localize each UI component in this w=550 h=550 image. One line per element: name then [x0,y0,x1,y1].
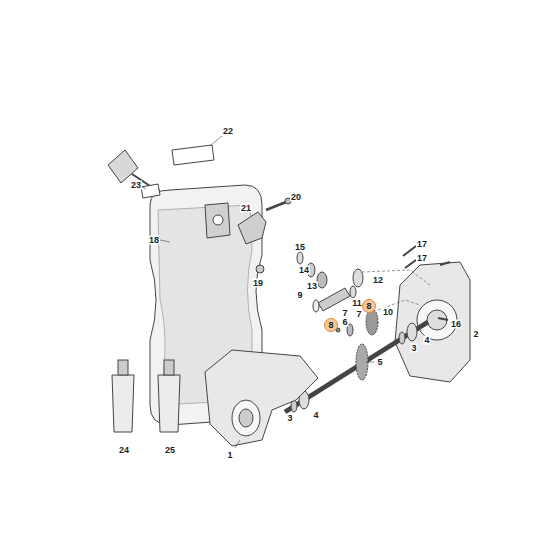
tube-cap [118,360,128,375]
callout-number: 5 [376,358,383,367]
leader-line [235,440,240,448]
callout-number: 15 [294,243,306,252]
callout-number: 2 [472,330,479,339]
assembly-line [362,270,430,285]
sticker-22 [172,145,214,165]
callout-number: 22 [222,127,234,136]
cable-sleeve [108,150,138,183]
callout-number: 18 [148,236,160,245]
callout-number: 17 [416,254,428,263]
leader-line [142,187,146,189]
nut-19 [256,265,264,273]
callout-number: 6 [341,318,348,327]
leader-line [210,136,222,146]
housing-bore-inner [427,310,447,330]
bearing-4 [407,323,417,341]
gear-housing-2 [395,262,470,382]
ring-9 [313,300,319,312]
callout-number: 10 [382,308,394,317]
bearing-12 [353,269,363,287]
screw-17 [440,262,450,265]
housing-1-bore [232,400,260,436]
screw-17 [405,260,416,268]
callout-number: 14 [298,266,310,275]
grease-tube-25 [158,375,180,432]
callout-number: 20 [290,193,302,202]
highlighted-callout: 8 [362,299,376,313]
callout-number: 3 [286,414,293,423]
callout-number: 23 [130,181,142,190]
callout-number: 13 [306,282,318,291]
mount-hole [213,215,223,225]
callout-number: 4 [312,411,319,420]
callout-number: 17 [416,240,428,249]
washer-11 [350,286,356,298]
callout-number: 19 [252,279,264,288]
bearing-3 [399,332,405,344]
screw-17 [403,246,416,256]
grip-mount [205,203,230,238]
clip-21 [238,212,266,244]
callout-number: 25 [164,446,176,455]
callout-number: 9 [296,291,303,300]
tube-cap [164,360,174,375]
screw-16 [438,318,448,320]
screw-20 [266,202,286,210]
callout-number: 7 [355,310,362,319]
sticker-23 [141,184,160,198]
callout-number: 21 [240,204,252,213]
bearing-13 [317,272,327,288]
callout-number: 24 [118,446,130,455]
callout-number: 4 [423,336,430,345]
callout-number: 7 [341,309,348,318]
callout-number: 1 [226,451,233,460]
grease-tube-24 [112,375,134,432]
callout-number: 16 [450,320,462,329]
housing-1-bore-inner [239,409,253,427]
leader-line [160,240,170,242]
highlighted-callout: 8 [324,318,338,332]
gear-housing-1 [205,350,318,446]
washer-15 [297,252,303,264]
callout-number: 3 [410,344,417,353]
leader-line [366,362,374,363]
callout-number: 12 [372,276,384,285]
